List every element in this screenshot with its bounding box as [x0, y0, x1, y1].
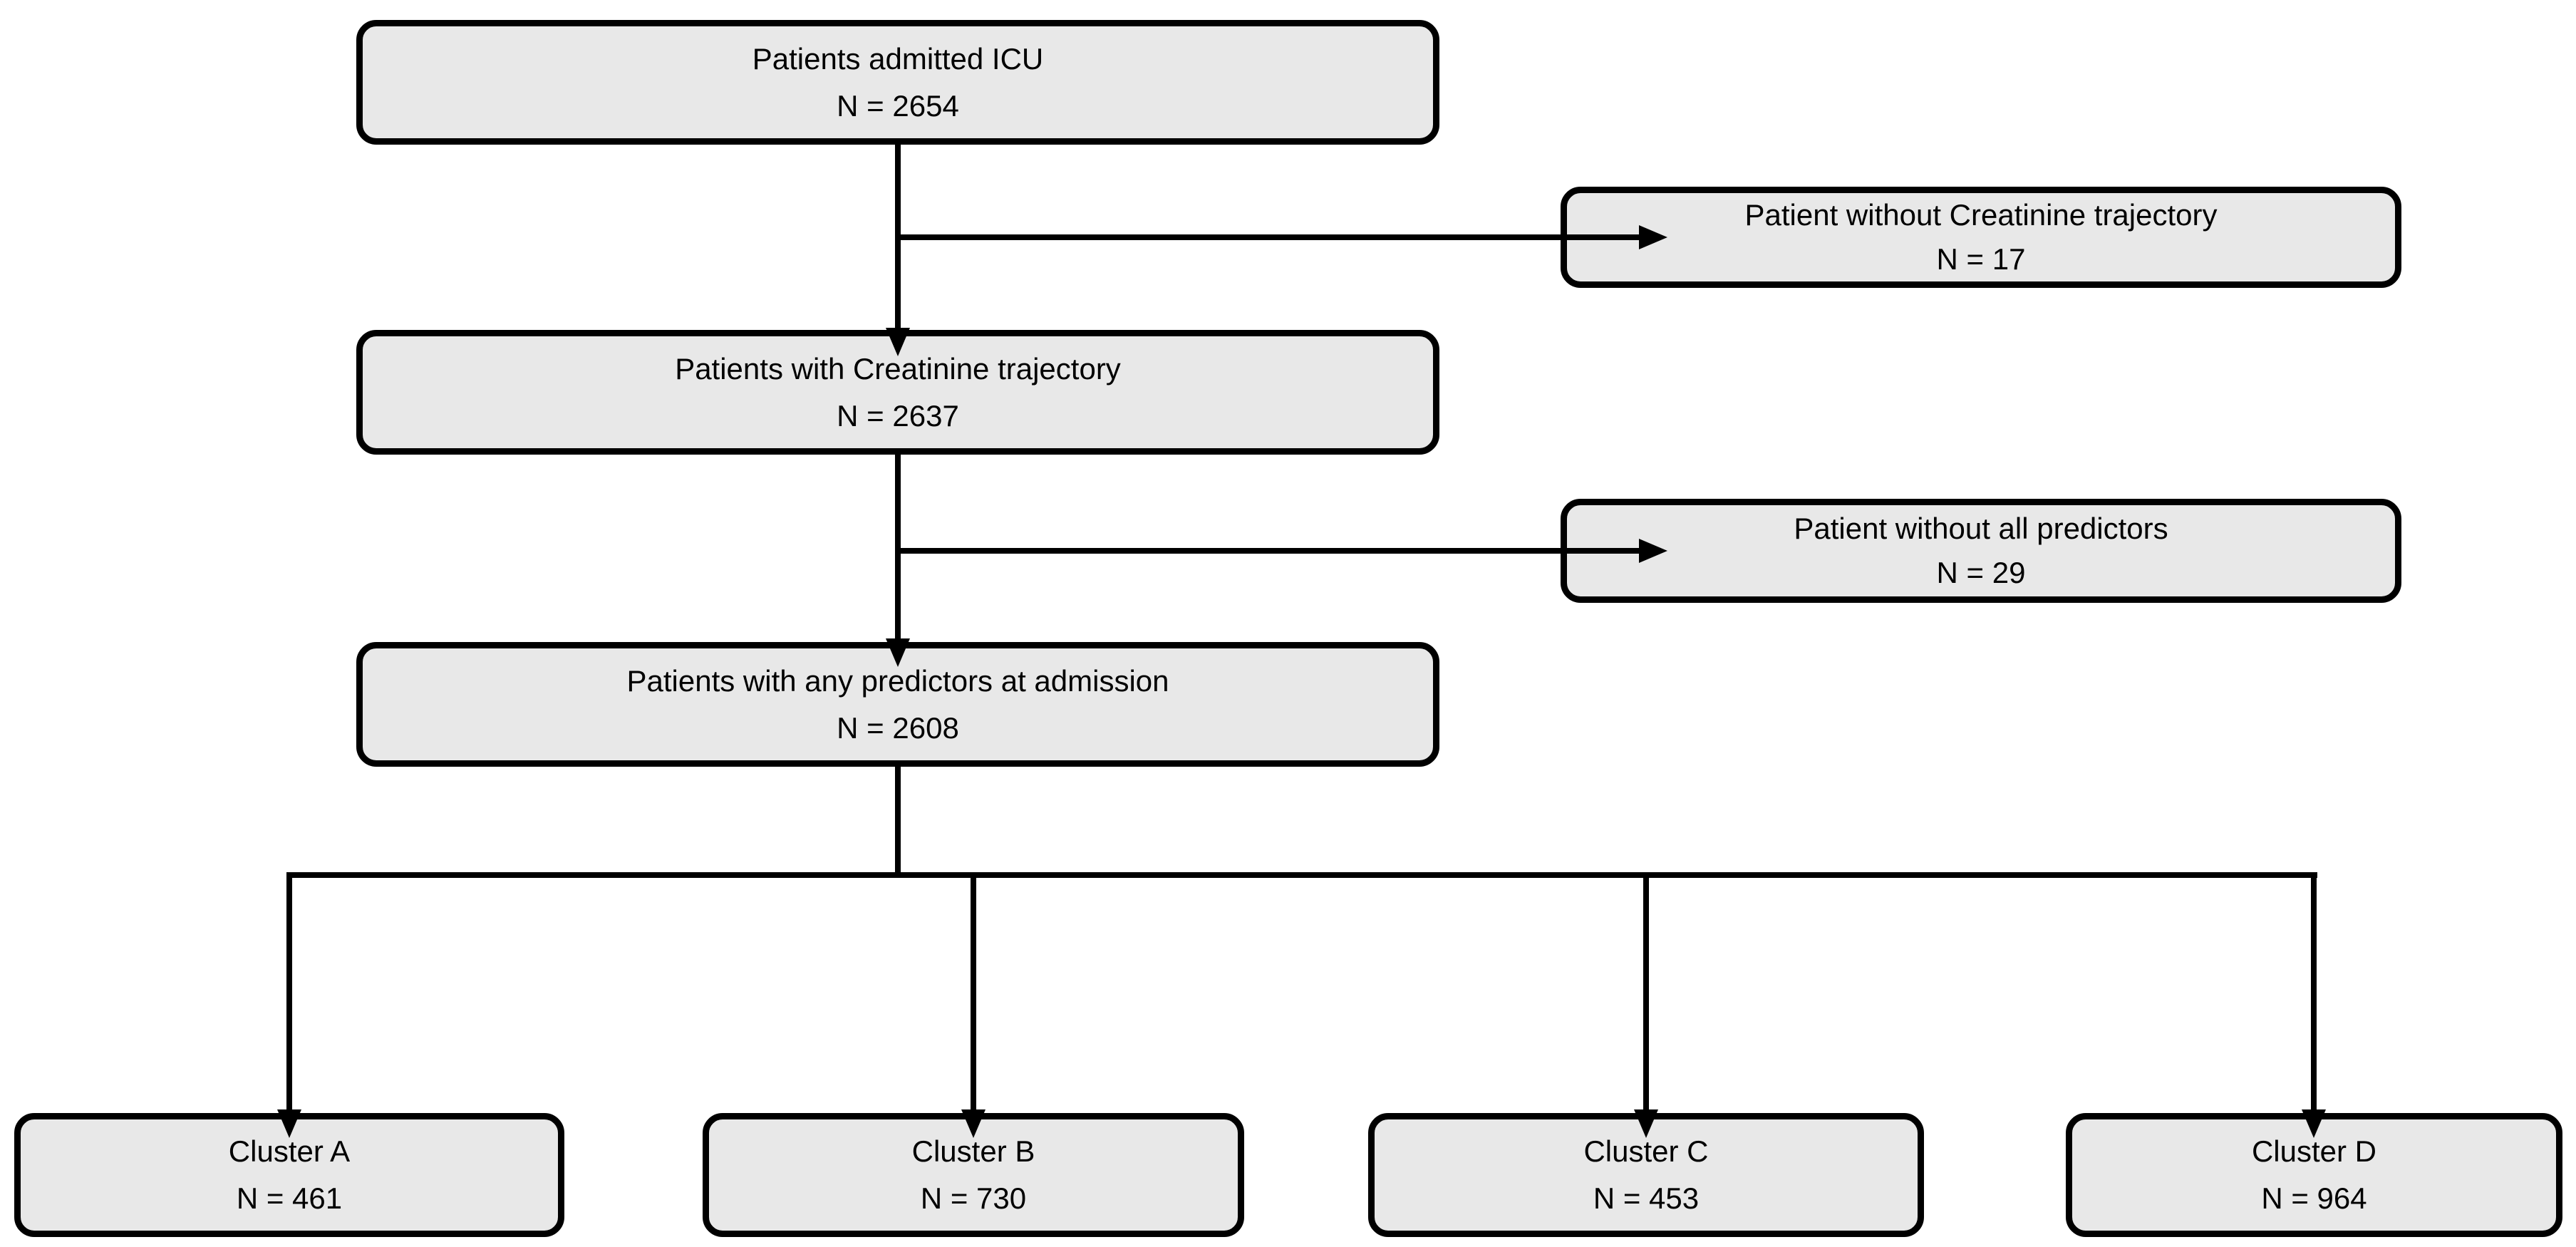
arrowhead-down-into-cluster-a-icon	[277, 1109, 301, 1138]
arrowhead-right-into-no-predictors-icon	[1639, 539, 1667, 563]
edge-with-predictors-to-trunk-line	[895, 767, 901, 878]
node-label: Patients with Creatinine trajectory	[675, 351, 1121, 386]
node-label: Patient without Creatinine trajectory	[1744, 198, 2218, 232]
node-count: N = 461	[236, 1181, 343, 1215]
node-label: Patients admitted ICU	[752, 41, 1044, 76]
arrowhead-down-into-cluster-c-icon	[1634, 1109, 1658, 1138]
edge-admitted-to-no-trajectory-line	[895, 234, 1639, 240]
arrowhead-down-into-with-trajectory-icon	[886, 328, 910, 356]
node-count: N = 2654	[837, 88, 959, 123]
node-count: N = 2637	[837, 398, 959, 433]
node-count: N = 2608	[837, 710, 959, 745]
arrowhead-right-into-no-trajectory-icon	[1639, 225, 1667, 249]
arrowhead-down-into-cluster-d-icon	[2302, 1109, 2326, 1138]
edge-trunk-to-cluster-c-line	[1643, 872, 1649, 1109]
edge-with-trajectory-to-with-predictors-line	[895, 455, 901, 638]
node-patient-without-all-predictors: Patient without all predictors N = 29	[1561, 499, 2401, 603]
node-patients-with-creatinine-trajectory: Patients with Creatinine trajectory N = …	[356, 330, 1439, 455]
cluster-distribution-trunk-line	[286, 872, 2317, 878]
node-label: Cluster D	[2251, 1134, 2377, 1168]
node-count: N = 453	[1593, 1181, 1700, 1215]
edge-trunk-to-cluster-b-line	[971, 872, 976, 1109]
node-label: Patients with any predictors at admissio…	[626, 663, 1169, 698]
edge-trunk-to-cluster-d-line	[2311, 872, 2317, 1109]
node-count: N = 17	[1936, 242, 2026, 276]
edge-trunk-to-cluster-a-line	[286, 872, 292, 1109]
node-label: Cluster A	[228, 1134, 351, 1168]
node-count: N = 29	[1936, 556, 2026, 589]
node-label: Patient without all predictors	[1794, 512, 2168, 545]
node-patient-without-creatinine-trajectory: Patient without Creatinine trajectory N …	[1561, 187, 2401, 288]
edge-with-trajectory-to-no-predictors-line	[895, 548, 1639, 554]
arrowhead-down-into-cluster-b-icon	[961, 1109, 986, 1138]
node-cluster-d: Cluster D N = 964	[2066, 1113, 2562, 1237]
node-label: Cluster C	[1583, 1134, 1709, 1168]
arrowhead-down-into-with-predictors-icon	[886, 638, 910, 667]
node-count: N = 730	[920, 1181, 1027, 1215]
node-count: N = 964	[2261, 1181, 2367, 1215]
node-label: Cluster B	[911, 1134, 1035, 1168]
node-patients-admitted-icu: Patients admitted ICU N = 2654	[356, 20, 1439, 145]
